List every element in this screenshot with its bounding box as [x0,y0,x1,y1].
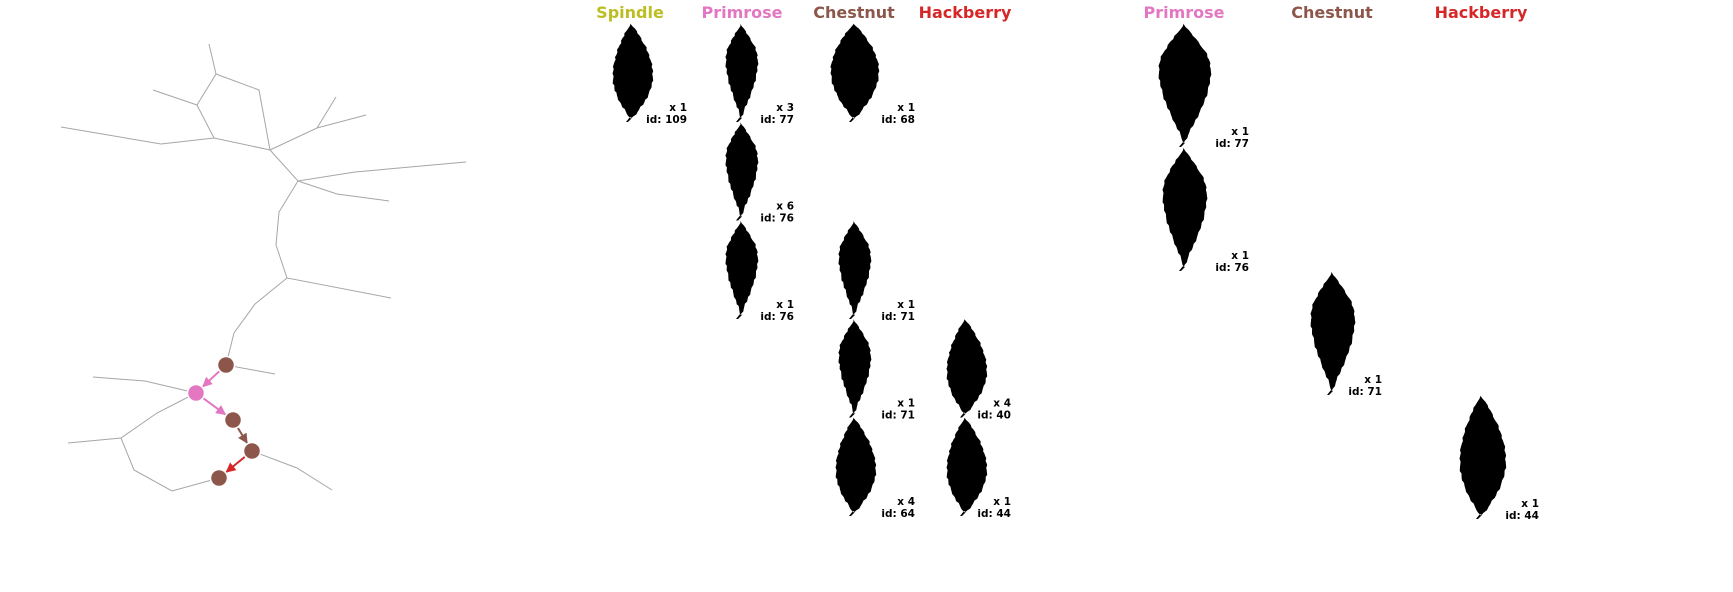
column-title-spindle: Spindle [596,3,664,22]
leaf-count-label: x 1 [1231,250,1249,262]
leaf-count-label: x 1 [897,398,915,410]
leaf-cell: x 1id: 71 [838,319,915,422]
tree-branch [208,43,217,75]
leaf-count-label: x 6 [776,201,794,213]
tree-branch [60,126,271,151]
leaf-count-label: x 1 [1231,126,1249,138]
column-title-hackberry: Hackberry [919,3,1012,22]
leaf-cell: x 4id: 64 [835,417,915,520]
leaf-cell: x 1id: 76 [725,220,794,323]
leaf-silhouette [1158,23,1212,147]
leaf-grid-column-titles: Spindle Primrose Chestnut Hackberry [596,3,1012,22]
tree-branch [297,180,390,202]
leaf-count-label: x 1 [669,102,687,114]
leaf-id-label: id: 77 [1215,138,1249,150]
leaf-count-label: x 3 [776,102,794,114]
lineage-arrow [225,456,246,473]
lineage-arrow [237,427,248,444]
lineage-node [223,410,243,430]
leaf-cell: x 6id: 76 [725,122,794,225]
leaf-cell: x 1id: 71 [838,220,915,323]
leaf-silhouette [830,23,880,122]
leaf-count-label: x 1 [993,496,1011,508]
leaf-cell: x 1id: 68 [830,23,915,126]
lineage-arrows [202,370,248,473]
leaf-count-label: x 1 [897,102,915,114]
leaf-id-label: id: 71 [1348,386,1382,398]
lineage-arrow [202,370,220,388]
column-title-chestnut: Chestnut [813,3,895,22]
tree-branch [225,277,288,366]
lineage-node [242,441,262,461]
leaf-id-label: id: 64 [881,508,915,520]
column-title-primrose: Primrose [701,3,782,22]
leaf-silhouette [946,417,988,516]
tree-branch [316,114,367,129]
leaf-silhouette [835,417,877,516]
leaf-silhouette [838,319,872,418]
leaf-count-label: x 1 [897,299,915,311]
leaf-silhouette [725,122,759,221]
column-title-hackberry: Hackberry [1435,3,1528,22]
tree-branch [215,73,271,151]
lineage-column-titles: Primrose Chestnut Hackberry [1143,3,1528,22]
phylogeny-tree [60,43,467,492]
leaf-silhouette [725,220,759,319]
leaf-silhouette [1162,147,1208,271]
tree-branch [275,180,392,299]
leaf-id-label: id: 44 [1505,510,1539,522]
leaf-id-label: id: 44 [977,508,1011,520]
tree-branch [269,96,337,151]
lineage-nodes [186,355,262,488]
leaf-cell: x 1id: 44 [1459,395,1539,522]
column-title-primrose: Primrose [1143,3,1224,22]
leaf-id-label: id: 40 [977,410,1011,422]
tree-branch [92,376,197,394]
leaf-id-label: id: 76 [760,213,794,225]
leaf-silhouette [1310,271,1356,395]
leaf-cell: x 4id: 40 [946,319,1011,422]
leaf-silhouette [946,319,988,418]
leaf-id-label: id: 77 [760,114,794,126]
leaf-cell: x 1id: 77 [1158,23,1249,150]
tree-branch [120,437,220,492]
leaf-id-label: id: 76 [1215,262,1249,274]
lineage-node [186,383,206,403]
tree-branch [67,392,197,444]
leaf-count-label: x 1 [1521,498,1539,510]
leaf-count-label: x 1 [1364,374,1382,386]
leaf-id-label: id: 71 [881,410,915,422]
column-title-chestnut: Chestnut [1291,3,1373,22]
tree-branch [251,450,333,491]
leaf-silhouette [1459,395,1507,519]
leaf-cell: x 1id: 76 [1162,147,1249,274]
leaf-silhouette [838,220,872,319]
lineage-node [209,468,229,488]
leaf-cell: x 1id: 109 [612,23,687,126]
tree-branches [60,43,467,492]
leaf-count-label: x 4 [897,496,915,508]
tree-branch [152,89,198,106]
leaf-id-label: id: 68 [881,114,915,126]
leaf-cell: x 1id: 44 [946,417,1011,520]
lineage-arrow [203,397,227,416]
leaf-count-label: x 1 [776,299,794,311]
leaf-cell: x 1id: 71 [1310,271,1382,398]
lineage-cells: x 1id: 77x 1id: 76x 1id: 71x 1id: 44 [1158,23,1539,522]
leaf-id-label: id: 71 [881,311,915,323]
leaf-cell: x 3id: 77 [725,23,794,126]
tree-branch [269,149,467,182]
leaf-id-label: id: 109 [646,114,687,126]
tree-branch [196,73,217,139]
leaf-silhouette [725,23,759,122]
lineage-node [216,355,236,375]
leaf-count-label: x 4 [993,398,1011,410]
leaf-id-label: id: 76 [760,311,794,323]
leaf-silhouette [612,23,654,122]
